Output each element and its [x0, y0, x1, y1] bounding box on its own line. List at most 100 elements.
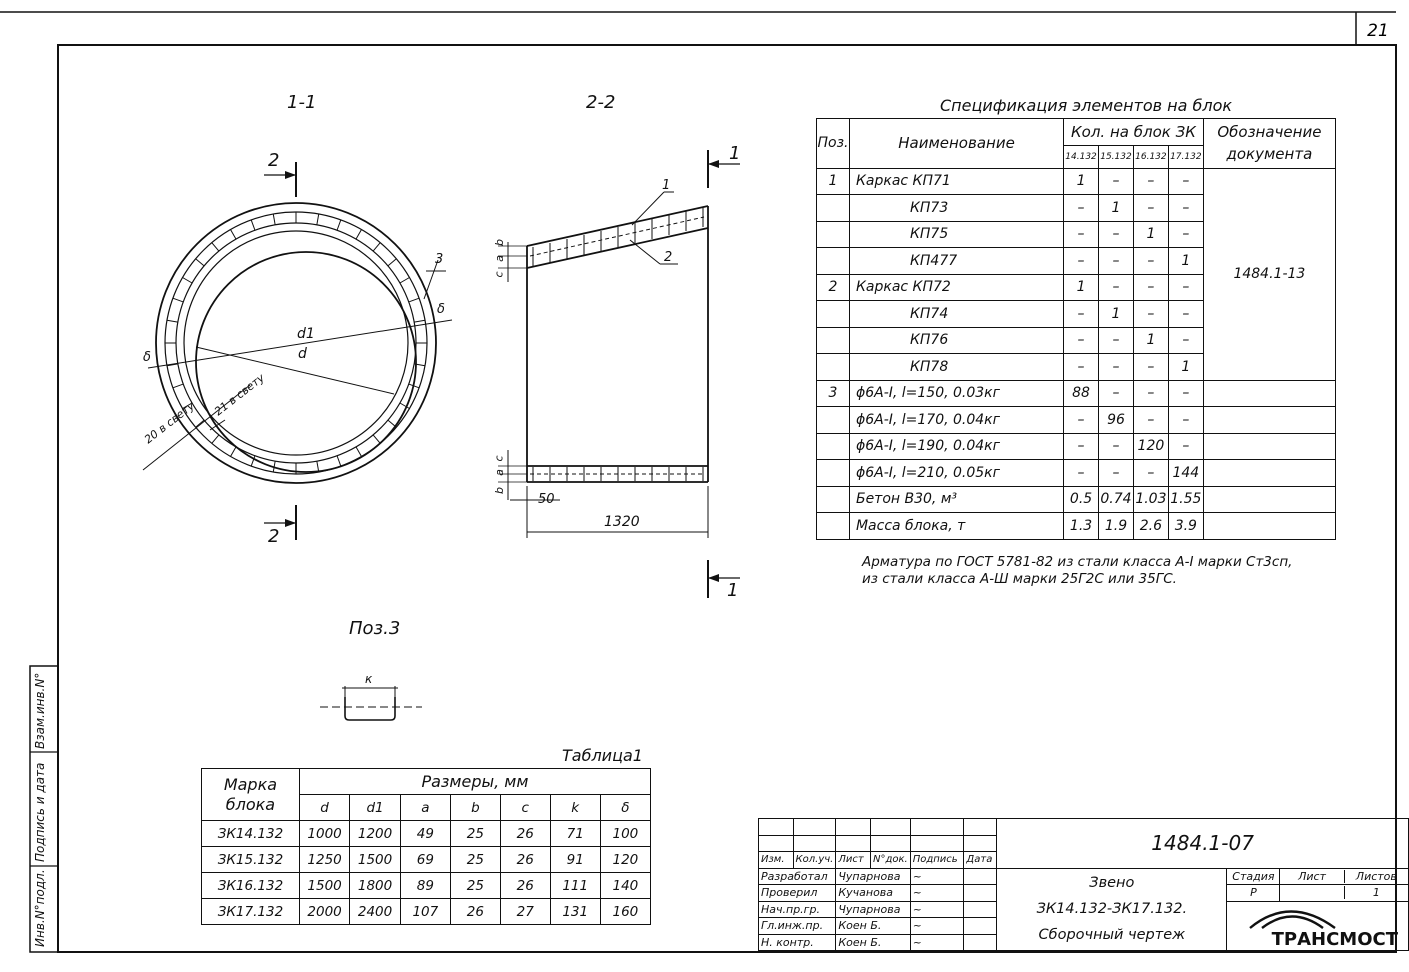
spec-qty: 96 [1098, 406, 1134, 434]
stamp-header-cell: Изм. [758, 851, 794, 869]
spec-row: КП477–––1 [816, 247, 1336, 275]
spec-row: КП76––1– [816, 326, 1336, 354]
label-d1: d1 [297, 326, 315, 342]
spec-qty: – [1063, 432, 1100, 460]
table1-header-sizes: Размеры, мм [298, 768, 652, 795]
label-c-bottom: c [492, 455, 506, 462]
spec-qty: 0.74 [1098, 485, 1134, 513]
specification-table: Поз. Наименование Кол. на блок ЗК Обозна… [816, 118, 1337, 540]
table1-cell: 91 [549, 846, 601, 873]
spec-doc-empty [1202, 485, 1337, 513]
spec-qty: 88 [1063, 379, 1100, 407]
spec-name: КП73 [848, 194, 1065, 222]
signature: ~ [909, 884, 965, 902]
spec-name: ϕ6А-I, l=210, 0.05кг [848, 459, 1065, 487]
ring-rebar-tick [399, 402, 410, 409]
stamp-person: Чупарнова [835, 867, 911, 885]
spec-qty: 2.6 [1132, 512, 1169, 540]
spec-name: КП75 [848, 220, 1065, 248]
spec-qty: – [1063, 326, 1100, 354]
stamp-person: Чупарнова [835, 900, 911, 918]
label-a-bottom: a [492, 469, 506, 476]
spec-qty: – [1132, 379, 1169, 407]
stamp-header-cell: Лист [835, 851, 871, 869]
spec-pos [816, 326, 850, 354]
ring-rebar-tick [272, 213, 276, 225]
spec-qty: 1.3 [1063, 512, 1100, 540]
cut1-bottom-label: 1 [727, 580, 739, 601]
spec-qty: – [1063, 300, 1100, 328]
spec-name: КП74 [848, 300, 1065, 328]
table1-cell: 71 [549, 820, 601, 847]
table1-cell: 89 [399, 872, 451, 899]
spec-title: Спецификация элементов на блок [940, 96, 1233, 115]
label-pos3: 3 [435, 252, 444, 267]
table1-cell: 25 [449, 820, 501, 847]
spec-pos [816, 247, 850, 275]
spec-qty: 144 [1167, 459, 1204, 487]
side-rebar-ticks [532, 207, 704, 481]
signature: ~ [909, 917, 965, 935]
ring-rebar-tick [414, 363, 426, 367]
table1-col-header: b [449, 794, 501, 821]
strip-inv-orig: Инв.N°подл. [33, 869, 47, 947]
label-k: к [365, 672, 373, 686]
ring-rebar-tick [172, 383, 184, 389]
spec-header-doc: Обозначение документа [1202, 118, 1337, 169]
table1-cell: 25 [449, 872, 501, 899]
table1-col-header: δ [599, 794, 652, 821]
spec-qty: – [1167, 167, 1204, 195]
spec-qty: – [1132, 300, 1169, 328]
label-pos1: 1 [662, 178, 671, 193]
table1-cell: 107 [399, 898, 451, 925]
table1-cell: 131 [549, 898, 601, 925]
dim-1320: 1320 [604, 514, 640, 530]
ring-rebar-tick [355, 446, 362, 457]
spec-doc-empty [1202, 406, 1337, 434]
spec-qty: – [1063, 194, 1100, 222]
spec-qty: – [1098, 220, 1134, 248]
spec-qty: 3.9 [1167, 512, 1204, 540]
strip-replaced: Взам.инв.N° [33, 672, 47, 749]
table1-col-header: d1 [349, 794, 401, 821]
spec-name: КП78 [848, 353, 1065, 381]
spec-header-qty: Кол. на блок ЗК [1063, 118, 1204, 146]
stamp-role: Проверил [757, 884, 837, 902]
stamp-role: Нач.пр.гр. [757, 900, 837, 918]
title-line-3: Сборочный чертеж [1038, 927, 1186, 944]
spec-qty: 1.03 [1132, 485, 1169, 513]
table1-cell: 111 [549, 872, 601, 899]
spec-pos [816, 432, 850, 460]
dim-50: 50 [538, 492, 555, 507]
section-title-2-2: 2-2 [586, 92, 616, 113]
label-c-top: c [492, 271, 506, 278]
spec-qty: – [1167, 220, 1204, 248]
ring-rebar-tick [414, 319, 426, 323]
table1-cell: 26 [499, 872, 551, 899]
ring-rebar-tick [211, 242, 220, 252]
table1-cell: 27 [499, 898, 551, 925]
table1-col-header: d [298, 794, 351, 821]
spec-qty: – [1063, 353, 1100, 381]
spec-qty: 1 [1132, 220, 1169, 248]
stamp-role: Гл.инж.пр. [757, 917, 837, 935]
label-b-top: b [492, 239, 506, 246]
ring-rebar-tick [316, 213, 320, 225]
label-pos2: 2 [664, 250, 673, 265]
table1-cell: 1000 [298, 820, 351, 847]
spec-qty: 1 [1098, 300, 1134, 328]
table1-cell: 69 [399, 846, 451, 873]
table1-cell: 1200 [349, 820, 401, 847]
spec-row: КП73–1–– [816, 194, 1336, 222]
table1-header-mark: Марка блока [201, 768, 300, 821]
table1-col-header: a [399, 794, 451, 821]
label-delta-left: δ [143, 350, 151, 365]
stamp-header-cell: Кол.уч. [792, 851, 837, 869]
spec-pos: 1 [816, 167, 850, 195]
spec-doc-empty [1202, 379, 1337, 407]
